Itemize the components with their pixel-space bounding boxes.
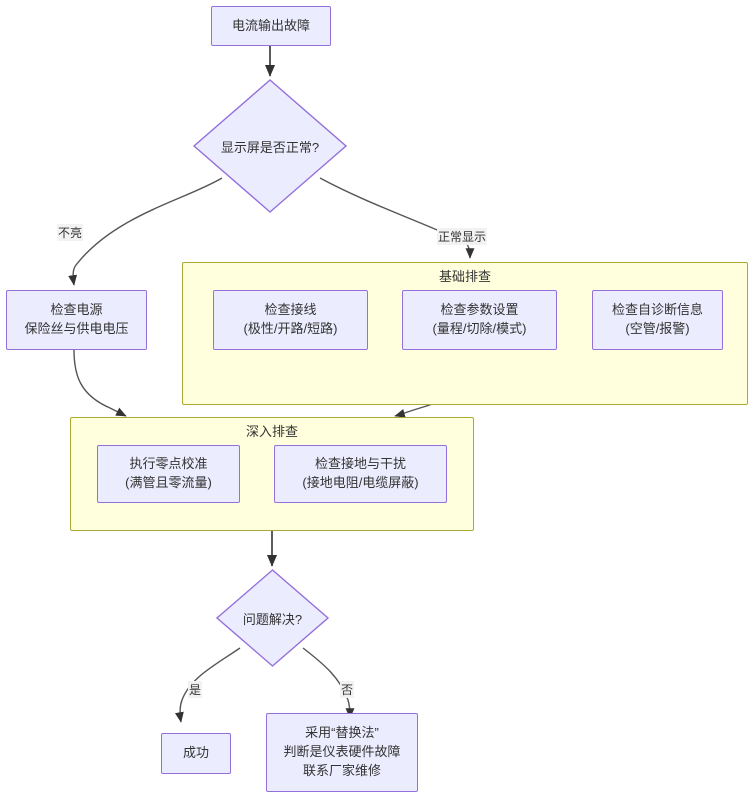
node-display-check[interactable]: 显示屏是否正常? [192,78,348,214]
node-start-label: 电流输出故障 [231,17,310,33]
cluster-deep-label-text: 深入排查 [245,424,298,439]
node-zero-calibration-line2: (满管且零流量) [125,475,212,490]
node-wiring-check-line2: (极性/开路/短路) [243,321,338,336]
node-ground-check-line1: 检查接地与干扰 [314,456,406,472]
node-zero-calibration[interactable]: 执行零点校准 (满管且零流量) [97,445,240,503]
node-selfdiag-check-line1: 检查自诊断信息 [611,302,703,318]
node-zero-calibration-line1: 执行零点校准 [129,456,208,472]
node-selfdiag-check-line2: (空管/报警) [625,321,690,336]
node-power-check-line2: 保险丝与供电电压 [24,321,129,336]
edge-label-not-lit: 不亮 [57,224,84,241]
node-replace-method-line3: 联系厂家维修 [302,762,381,778]
cluster-basic-troubleshooting-label: 基础排查 [182,266,748,285]
node-resolved-label: 问题解决? [242,611,303,627]
node-power-check[interactable]: 检查电源 保险丝与供电电压 [6,290,147,350]
node-replace-method-line1: 采用“替换法” [305,725,379,741]
node-wiring-check-line1: 检查接线 [264,302,317,318]
node-success[interactable]: 成功 [161,733,231,774]
node-wiring-check[interactable]: 检查接线 (极性/开路/短路) [213,290,368,350]
node-param-check-line1: 检查参数设置 [440,302,519,318]
node-success-label: 成功 [182,745,209,761]
cluster-deep-troubleshooting-label: 深入排查 [70,421,474,440]
node-start[interactable]: 电流输出故障 [211,6,331,46]
node-display-check-label: 显示屏是否正常? [220,139,320,155]
edge-label-no: 否 [340,681,355,698]
cluster-basic-label-text: 基础排查 [438,269,491,284]
node-ground-check-line2: (接地电阻/电缆屏蔽) [302,475,419,490]
edge-power-check-to-deep-cluster [73,349,127,417]
node-resolved[interactable]: 问题解决? [215,568,330,668]
node-selfdiag-check[interactable]: 检查自诊断信息 (空管/报警) [592,290,723,350]
edge-label-yes: 是 [188,681,203,698]
node-ground-check[interactable]: 检查接地与干扰 (接地电阻/电缆屏蔽) [274,445,447,503]
node-replace-method-line2: 判断是仪表硬件故障 [283,744,401,760]
edge-label-normal-display: 正常显示 [437,228,488,245]
node-power-check-line1: 检查电源 [50,302,103,318]
node-param-check-line2: (量程/切除/模式) [432,321,527,336]
node-replace-method[interactable]: 采用“替换法” 判断是仪表硬件故障 联系厂家维修 [266,713,418,792]
node-param-check[interactable]: 检查参数设置 (量程/切除/模式) [402,290,557,350]
